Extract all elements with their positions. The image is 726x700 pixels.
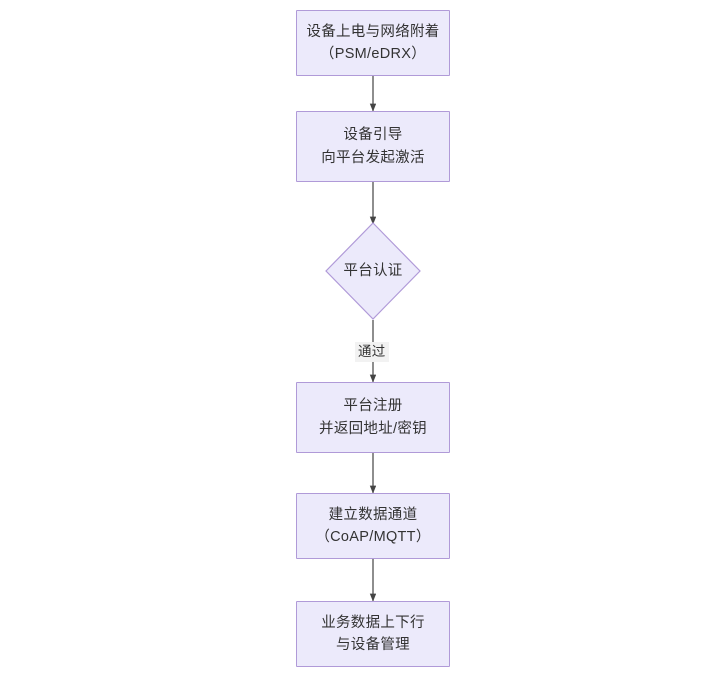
node-power-on-label: 设备上电与网络附着 （PSM/eDRX）: [306, 23, 440, 62]
node-bootstrap-label: 设备引导 向平台发起激活: [321, 127, 425, 166]
node-bootstrap[interactable]: 设备引导 向平台发起激活: [296, 111, 450, 182]
node-power-on[interactable]: 设备上电与网络附着 （PSM/eDRX）: [296, 10, 450, 76]
node-platform-auth-label: 平台认证: [343, 262, 403, 279]
diamond-shape: [325, 222, 421, 320]
node-data-channel-label: 建立数据通道 （CoAP/MQTT）: [315, 506, 431, 545]
node-platform-register[interactable]: 平台注册 并返回地址/密钥: [296, 382, 450, 453]
node-platform-auth[interactable]: 平台认证: [325, 222, 421, 320]
edge-label-pass: 通过: [355, 342, 389, 362]
node-platform-register-label: 平台注册 并返回地址/密钥: [319, 398, 427, 437]
node-business-data-label: 业务数据上下行 与设备管理: [321, 614, 425, 653]
node-data-channel[interactable]: 建立数据通道 （CoAP/MQTT）: [296, 493, 450, 559]
node-business-data[interactable]: 业务数据上下行 与设备管理: [296, 601, 450, 667]
